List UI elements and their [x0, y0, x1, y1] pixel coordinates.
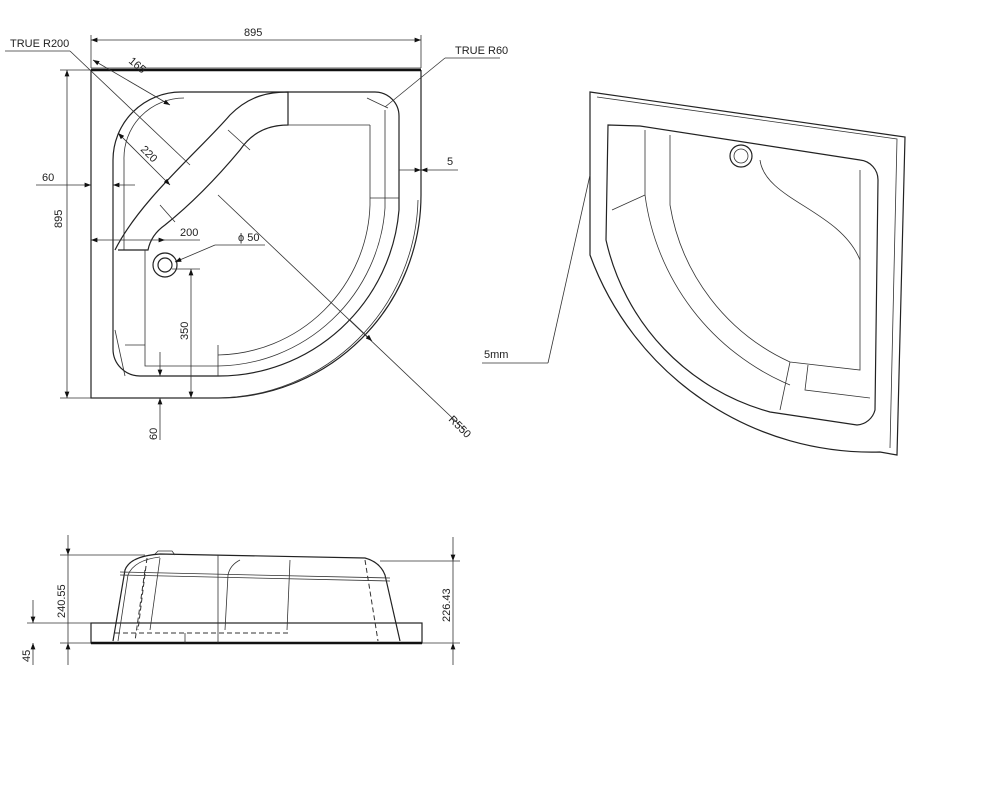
height-total-label: 240.55: [56, 584, 68, 618]
dim-60-bottom: 60: [148, 428, 160, 440]
height-label: 895: [53, 210, 65, 228]
dim-165: 165: [126, 55, 148, 76]
true-r60-label: TRUE R60: [455, 45, 508, 57]
dim-220: 220: [138, 144, 159, 165]
plan-view: 895 895 TRUE R200 165 220 60 5 200 ϕ 50 …: [5, 27, 508, 441]
drain-outer: [152, 252, 178, 278]
thickness-label: 5mm: [484, 349, 508, 361]
side-view: 240.55 226.43 45: [21, 535, 460, 665]
dim-5: 5: [447, 156, 453, 168]
width-label: 895: [244, 27, 262, 39]
perspective-drain-icon: [729, 144, 753, 168]
base-height-label: 45: [21, 650, 33, 662]
dim-350: 350: [179, 322, 191, 340]
dim-200: 200: [180, 227, 198, 239]
true-r200-label: TRUE R200: [10, 38, 69, 50]
dim-60-left: 60: [42, 172, 54, 184]
drain-icon: [157, 257, 173, 273]
height-right-label: 226.43: [441, 588, 453, 622]
perspective-view: 5mm: [482, 91, 906, 456]
drain-diameter-label: ϕ 50: [238, 232, 259, 244]
radius-label: R550: [446, 414, 473, 441]
